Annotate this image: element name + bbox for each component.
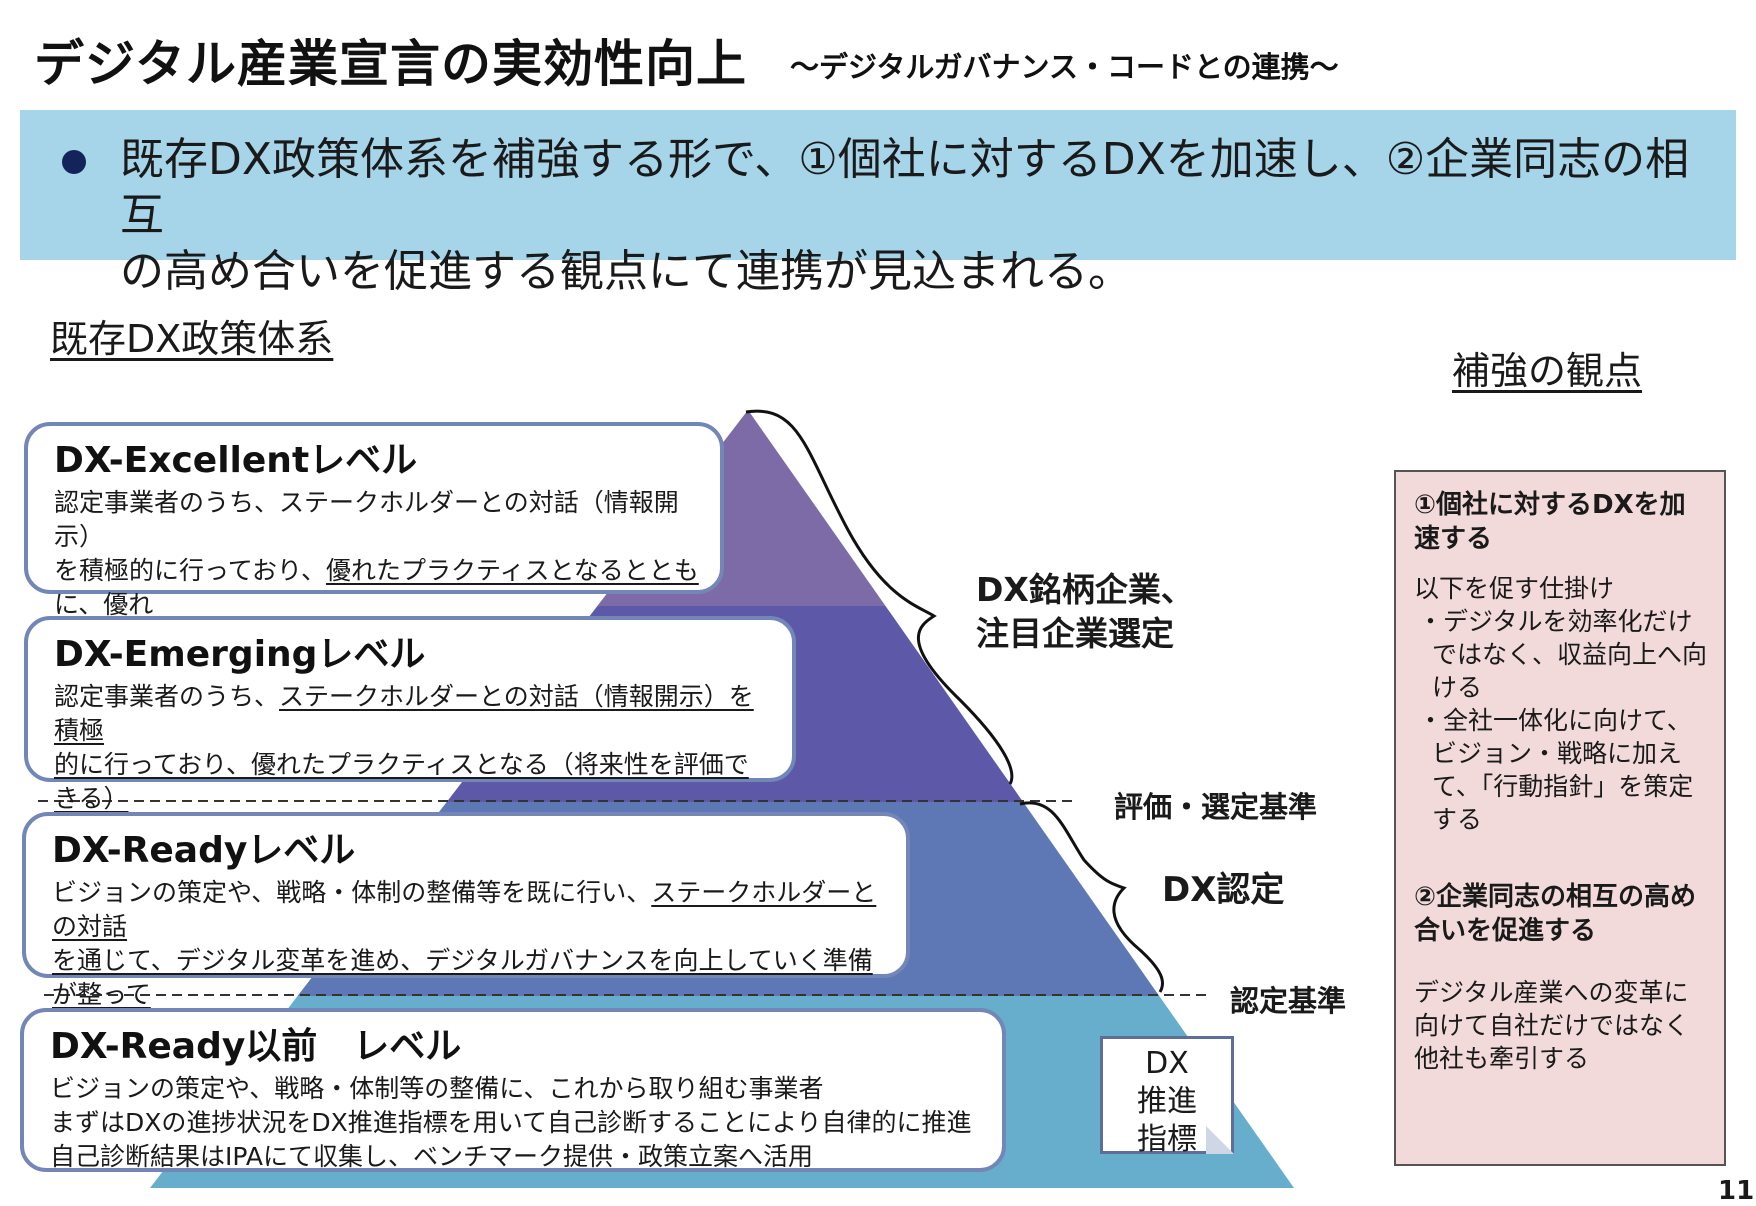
brace-lower [1019, 801, 1164, 993]
description-text: 認定事業者のうち、 [54, 682, 280, 711]
section2-heading: ②企業同志の相互の高め合いを促進する [1414, 882, 1697, 946]
underlined-text: ステークホルダーとの対話（情報開示）を積極 [54, 682, 754, 745]
description-line: ビジョンの策定や、戦略・体制の整備等を既に行い、ステークホルダーとの対話 [52, 876, 886, 944]
note-line-2: 推進 [1137, 1084, 1197, 1119]
description-text: ビジョンの策定や、戦略・体制の整備等を既に行い、 [52, 878, 652, 907]
underlined-text: 優れたプラクティスとなるとともに、優れ [54, 556, 699, 619]
dx-brand-label: DX銘柄企業、 注目企業選定 [976, 568, 1194, 656]
summary-banner [20, 110, 1736, 260]
summary-line-1: 既存DX政策体系を補強する形で、①個社に対するDXを加速し、②企業同志の相互 [120, 134, 1690, 241]
note-fold-corner [1206, 1126, 1234, 1154]
dx-certification-label: DX認定 [1162, 870, 1285, 910]
level-card-pre-ready: DX-Ready以前 レベル ビジョンの策定や、戦略・体制等の整備に、これから取… [20, 1008, 1006, 1172]
description-text: まずはDXの進捗状況をDX推進指標を用いて自己診断することにより自律的に推進 [50, 1108, 972, 1137]
reinforcement-heading: 補強の観点 [1452, 349, 1643, 393]
description-line: 自己診断結果はIPAにて収集し、ベンチマーク提供・政策立案へ活用 [50, 1140, 982, 1174]
summary-line-2: の高め合いを促進する観点にて連携が見込まれる。 [120, 246, 1132, 297]
page-number: 11 [1718, 1176, 1755, 1206]
level-title: DX-Excellentレベル [54, 440, 418, 481]
note-line-3: 指標 [1137, 1122, 1197, 1157]
evaluation-criteria-label: 評価・選定基準 [1114, 790, 1318, 824]
level-title: DX-Readyレベル [52, 830, 356, 871]
certification-criteria-label: 認定基準 [1230, 984, 1347, 1018]
reinforcement-box: ①個社に対するDXを加速する 以下を促す仕掛け ・デジタルを効率化だけではなく、… [1394, 470, 1726, 1166]
description-text: ビジョンの策定や、戦略・体制等の整備に、これから取り組む事業者 [50, 1074, 824, 1103]
description-line: 認定事業者のうち、ステークホルダーとの対話（情報開示）を積極 [54, 680, 772, 748]
brace-upper [745, 409, 1014, 785]
section1-item-1: ・デジタルを効率化だけではなく、収益向上へ向ける [1418, 607, 1708, 702]
section2-text: デジタル産業への変革に向けて自社だけではなく他社も牽引する [1414, 978, 1690, 1073]
description-line: を積極的に行っており、優れたプラクティスとなるとともに、優れ [54, 554, 700, 622]
page-subtitle: ～デジタルガバナンス・コードとの連携～ [790, 50, 1339, 84]
existing-policy-heading: 既存DX政策体系 [50, 317, 334, 361]
description-text: 認定事業者のうち、ステークホルダーとの対話（情報開示） [54, 488, 679, 551]
summary-text: 既存DX政策体系を補強する形で、①個社に対するDXを加速し、②企業同志の相互 の… [120, 132, 1710, 300]
underlined-text: を通じて、デジタル変革を進め、デジタルガバナンスを向上していく準備が整って [52, 946, 873, 1009]
section1-intro: 以下を促す仕掛け [1414, 574, 1615, 603]
description-text: を積極的に行っており、 [54, 556, 327, 585]
section1-heading: ①個社に対するDXを加速する [1414, 490, 1686, 554]
description-line: を通じて、デジタル変革を進め、デジタルガバナンスを向上していく準備が整って [52, 944, 886, 1012]
section1-item-2: ・全社一体化に向けて、ビジョン・戦略に加えて、「行動指針」を策定する [1418, 706, 1694, 834]
level-card-excellent: DX-Excellentレベル 認定事業者のうち、ステークホルダーとの対話（情報… [24, 422, 724, 653]
underlined-text: 的に行っており、優れたプラクティスとなる（将来性を評価できる） [54, 750, 749, 813]
level-card-emerging: DX-Emergingレベル 認定事業者のうち、ステークホルダーとの対話（情報開… [24, 616, 796, 847]
description-line: 認定事業者のうち、ステークホルダーとの対話（情報開示） [54, 486, 700, 554]
description-line: 的に行っており、優れたプラクティスとなる（将来性を評価できる） [54, 748, 772, 816]
level-card-ready: DX-Readyレベル ビジョンの策定や、戦略・体制の整備等を既に行い、ステーク… [22, 812, 910, 1043]
note-line-1: DX [1145, 1046, 1189, 1081]
page-title: デジタル産業宣言の実効性向上 [34, 35, 747, 93]
description-text: 自己診断結果はIPAにて収集し、ベンチマーク提供・政策立案へ活用 [50, 1142, 813, 1171]
dx-brand-label-line-1: DX銘柄企業、 [976, 570, 1194, 609]
underlined-text: ステークホルダーとの対話 [52, 878, 877, 941]
dx-brand-label-line-2: 注目企業選定 [976, 614, 1174, 653]
level-title: DX-Emergingレベル [54, 634, 426, 675]
bullet-icon [62, 150, 86, 174]
description-line: ビジョンの策定や、戦略・体制等の整備に、これから取り組む事業者 [50, 1072, 982, 1106]
description-line: まずはDXの進捗状況をDX推進指標を用いて自己診断することにより自律的に推進 [50, 1106, 982, 1140]
level-description: ビジョンの策定や、戦略・体制等の整備に、これから取り組む事業者まずはDXの進捗状… [50, 1072, 982, 1174]
level-title: DX-Ready以前 レベル [50, 1026, 462, 1067]
